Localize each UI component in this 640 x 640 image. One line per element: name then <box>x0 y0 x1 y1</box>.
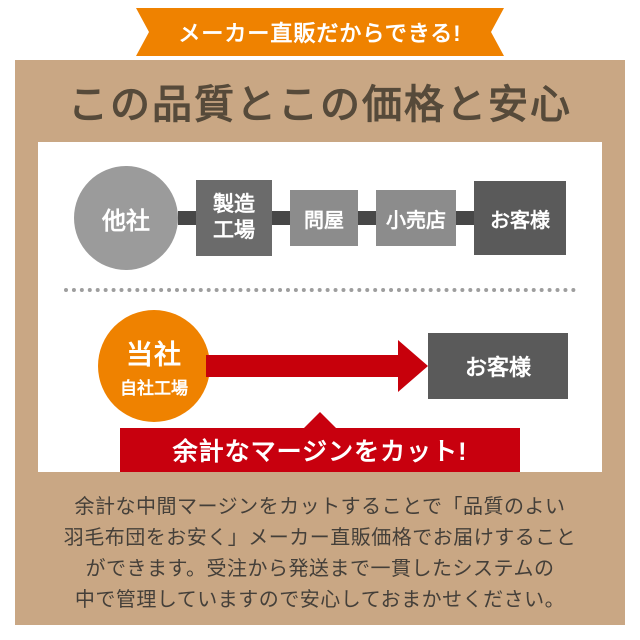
retailer-label: 小売店 <box>386 209 446 232</box>
dotted-divider <box>64 288 576 292</box>
wholesaler-box: 問屋 <box>290 190 358 246</box>
customer-box: お客様 <box>474 181 566 255</box>
connector-icon <box>358 211 376 225</box>
others-row: 他社 製造 工場 問屋 小売店 お客様 <box>58 166 582 270</box>
company-row: 当社 自社工場 お客様 <box>58 310 582 422</box>
factory-label: 製造 工場 <box>213 192 255 242</box>
banner-label: 余計なマージンをカット! <box>172 438 468 466</box>
customer-label: お客様 <box>490 209 550 232</box>
ribbon-label: メーカー直販だからできる! <box>178 21 462 46</box>
factory-box: 製造 工場 <box>196 180 272 256</box>
supply-chain-diagram: 他社 製造 工場 問屋 小売店 お客様 <box>38 142 602 472</box>
arrow-right-icon <box>206 340 428 392</box>
others-label: 他社 <box>102 207 150 235</box>
retailer-box: 小売店 <box>376 190 456 246</box>
customer-direct-label: お客様 <box>464 355 531 380</box>
banner-pointer-icon <box>303 412 337 429</box>
wholesaler-label: 問屋 <box>304 209 344 232</box>
page-title: この品質とこの価格と安心 <box>68 82 572 127</box>
margin-cut-banner: 余計なマージンをカット! <box>120 412 520 472</box>
promo-ribbon: メーカー直販だからできる! <box>136 8 504 56</box>
connector-icon <box>178 211 196 225</box>
promo-panel: この品質とこの価格と安心 他社 製造 工場 問屋 小売店 <box>15 60 625 625</box>
company-circle: 当社 自社工場 <box>98 310 210 422</box>
others-circle: 他社 <box>74 166 178 270</box>
company-sub-label: 自社工場 <box>120 379 188 398</box>
arrow-head <box>398 340 428 392</box>
company-label: 当社 <box>126 340 182 370</box>
description-text: 余計な中間マージンをカットすることで「品質のよい 羽毛布団をお安く」メーカー直販… <box>63 496 577 611</box>
arrow-shaft <box>206 355 398 377</box>
customer-box-direct: お客様 <box>428 333 568 399</box>
connector-icon <box>456 211 474 225</box>
connector-icon <box>272 211 290 225</box>
